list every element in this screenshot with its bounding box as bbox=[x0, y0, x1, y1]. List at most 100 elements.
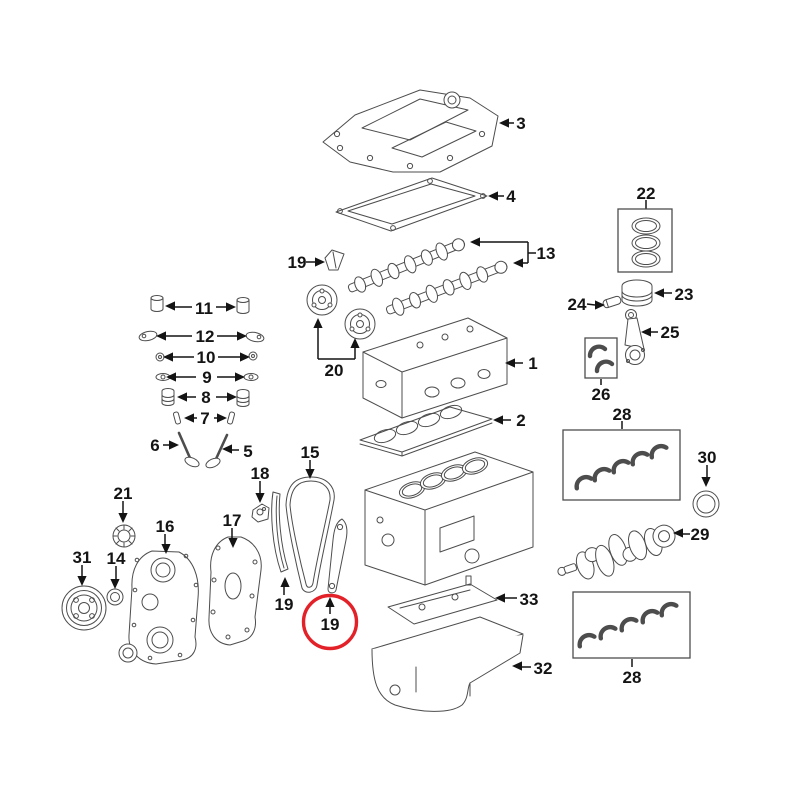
callout-18[interactable]: 18 bbox=[251, 464, 270, 503]
arrowhead-icon bbox=[470, 237, 480, 247]
callout-8[interactable]: 8 bbox=[177, 388, 237, 407]
arrowhead-icon bbox=[305, 469, 315, 479]
group-box bbox=[584, 337, 618, 379]
arrowhead-icon bbox=[177, 392, 187, 402]
arrowhead-icon bbox=[240, 352, 250, 362]
valve-keeper-left-drawing bbox=[155, 352, 165, 362]
valve-cover-drawing bbox=[322, 89, 499, 173]
callout-24[interactable]: 24 bbox=[568, 295, 605, 314]
exhaust-valve-drawing bbox=[177, 431, 200, 468]
arrowhead-icon bbox=[255, 493, 265, 503]
arrowhead-icon bbox=[235, 372, 245, 382]
arrowhead-icon bbox=[228, 538, 238, 548]
main-bearings-upper-drawing bbox=[574, 443, 669, 491]
part-number-label: 19 bbox=[321, 615, 340, 634]
rocker-arm-left-drawing bbox=[138, 330, 158, 342]
callout-3[interactable]: 3 bbox=[499, 114, 526, 133]
callout-29[interactable]: 29 bbox=[673, 525, 709, 544]
callout-14[interactable]: 14 bbox=[107, 549, 126, 589]
valve-spring-left-drawing bbox=[161, 388, 175, 406]
arrowhead-icon bbox=[110, 579, 120, 589]
part-number-label: 19 bbox=[275, 595, 294, 614]
main-bearings-lower-drawing bbox=[577, 601, 679, 649]
camshaft-actuator-left-drawing bbox=[306, 284, 338, 316]
oil-baffle-drawing bbox=[387, 575, 498, 625]
callout-26[interactable]: 26 bbox=[584, 337, 618, 404]
callout-7[interactable]: 7 bbox=[184, 409, 227, 428]
part-number-label: 9 bbox=[202, 368, 211, 387]
front-crank-seal-drawing bbox=[118, 643, 138, 663]
arrowhead-icon bbox=[237, 331, 247, 341]
oil-pan-drawing bbox=[371, 616, 524, 712]
engine-block-drawing bbox=[364, 451, 534, 586]
arrowhead-icon bbox=[495, 593, 505, 603]
arrowhead-icon bbox=[595, 300, 605, 310]
part-number-label: 2 bbox=[516, 411, 525, 430]
callout-13[interactable]: 13 bbox=[470, 237, 556, 268]
arrowhead-icon bbox=[488, 191, 498, 201]
selected-part-highlight-circle bbox=[301, 593, 359, 651]
callout-16[interactable]: 16 bbox=[156, 517, 175, 554]
part-number-label: 12 bbox=[196, 327, 215, 346]
chain-guide-right-drawing bbox=[327, 518, 348, 594]
callout-33[interactable]: 33 bbox=[495, 590, 538, 609]
callout-11[interactable]: 11 bbox=[165, 299, 236, 318]
callout-28-upper[interactable]: 28 bbox=[562, 405, 681, 501]
callout-28-lower[interactable]: 28 bbox=[572, 591, 691, 687]
callout-6[interactable]: 6 bbox=[150, 436, 179, 455]
callout-23[interactable]: 23 bbox=[654, 285, 693, 304]
callout-19-top[interactable]: 19 bbox=[288, 253, 325, 272]
callout-4[interactable]: 4 bbox=[488, 187, 516, 206]
part-number-label: 7 bbox=[200, 409, 209, 428]
callout-30[interactable]: 30 bbox=[698, 448, 717, 487]
part-number-label: 11 bbox=[195, 299, 213, 318]
callout-19-left-guide[interactable]: 19 bbox=[275, 577, 294, 614]
part-number-label: 21 bbox=[114, 484, 133, 503]
callout-21[interactable]: 21 bbox=[114, 484, 133, 523]
arrowhead-icon bbox=[325, 597, 335, 607]
part-number-label: 8 bbox=[201, 388, 210, 407]
callout-5[interactable]: 5 bbox=[222, 442, 253, 461]
arrowhead-icon bbox=[169, 440, 179, 450]
callout-22[interactable]: 22 bbox=[617, 184, 673, 273]
rod-bearings-drawing bbox=[587, 344, 615, 374]
part-number-label: 13 bbox=[537, 244, 556, 263]
callout-31[interactable]: 31 bbox=[73, 548, 92, 586]
arrowhead-icon bbox=[315, 257, 325, 267]
callout-2[interactable]: 2 bbox=[493, 411, 526, 430]
part-number-label: 31 bbox=[73, 548, 92, 567]
callout-32[interactable]: 32 bbox=[512, 659, 552, 678]
cylinder-head-drawing bbox=[362, 317, 508, 419]
front-cover-drawing bbox=[128, 550, 199, 665]
camshaft-actuator-right-drawing bbox=[344, 308, 376, 340]
arrowhead-icon bbox=[350, 338, 360, 348]
valve-seal-right-drawing bbox=[226, 411, 236, 425]
camshaft-exhaust-drawing bbox=[347, 238, 466, 293]
arrowhead-icon bbox=[505, 358, 515, 368]
callout-1[interactable]: 1 bbox=[505, 354, 538, 373]
part-number-label: 3 bbox=[516, 114, 525, 133]
group-box bbox=[617, 208, 673, 273]
part-number-label: 24 bbox=[568, 295, 587, 314]
crankshaft-drawing bbox=[557, 524, 676, 580]
callout-15[interactable]: 15 bbox=[301, 443, 320, 479]
valve-seal-left-drawing bbox=[172, 411, 182, 425]
callout-9[interactable]: 9 bbox=[166, 368, 245, 387]
callout-12[interactable]: 12 bbox=[156, 327, 247, 346]
part-number-label: 18 bbox=[251, 464, 270, 483]
part-number-label: 16 bbox=[156, 517, 175, 536]
callout-17[interactable]: 17 bbox=[223, 511, 242, 548]
callout-20[interactable]: 20 bbox=[313, 318, 360, 380]
connecting-rod-drawing bbox=[624, 309, 645, 365]
arrowhead-icon bbox=[313, 318, 323, 328]
callout-10[interactable]: 10 bbox=[163, 348, 250, 367]
part-number-label: 23 bbox=[675, 285, 694, 304]
arrowhead-icon bbox=[165, 301, 175, 311]
part-number-label: 22 bbox=[637, 184, 656, 203]
callout-19-right-guide[interactable]: 19 bbox=[301, 593, 359, 651]
arrowhead-icon bbox=[227, 392, 237, 402]
arrowhead-icon bbox=[280, 577, 290, 587]
callout-25[interactable]: 25 bbox=[641, 323, 679, 342]
spring-retainer-right-drawing bbox=[243, 373, 259, 381]
rocker-arm-right-drawing bbox=[245, 331, 265, 343]
